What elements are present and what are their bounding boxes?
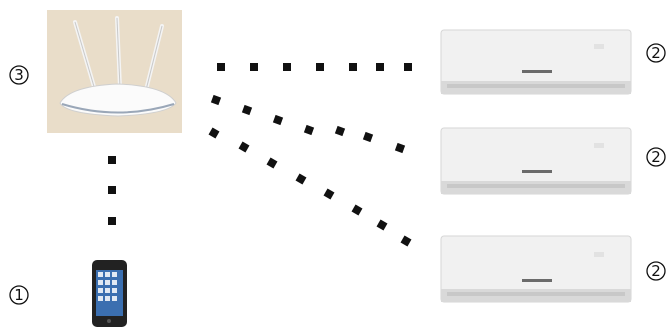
router — [47, 10, 182, 133]
air-conditioner-indoor-unit-icon — [440, 29, 632, 95]
wifi-router-icon — [59, 16, 177, 117]
ac-unit-middle — [440, 127, 632, 195]
air-conditioner-indoor-unit-icon — [440, 235, 632, 303]
router-number-badge: 3 — [9, 65, 29, 85]
connection-router-to-ac-middle — [210, 94, 406, 154]
ac-top-number-badge: 2 — [646, 43, 666, 63]
ac-mid-number: 2 — [651, 148, 661, 166]
ac-unit-bottom — [440, 235, 632, 303]
connection-router-to-ac-top — [217, 63, 412, 71]
ac-top-number: 2 — [651, 44, 661, 62]
connection-router-to-phone — [108, 156, 116, 225]
connection-router-to-ac-bottom — [208, 127, 412, 247]
ac-mid-number-badge: 2 — [646, 147, 666, 167]
ac-unit-top — [440, 29, 632, 95]
phone-number-badge: 1 — [9, 285, 29, 305]
smartphone-icon — [92, 260, 127, 327]
ac-bot-number-badge: 2 — [646, 261, 666, 281]
router-number: 3 — [14, 66, 24, 84]
phone-number: 1 — [14, 286, 24, 304]
air-conditioner-indoor-unit-icon — [440, 127, 632, 195]
smartphone — [92, 260, 127, 327]
ac-bot-number: 2 — [651, 262, 661, 280]
